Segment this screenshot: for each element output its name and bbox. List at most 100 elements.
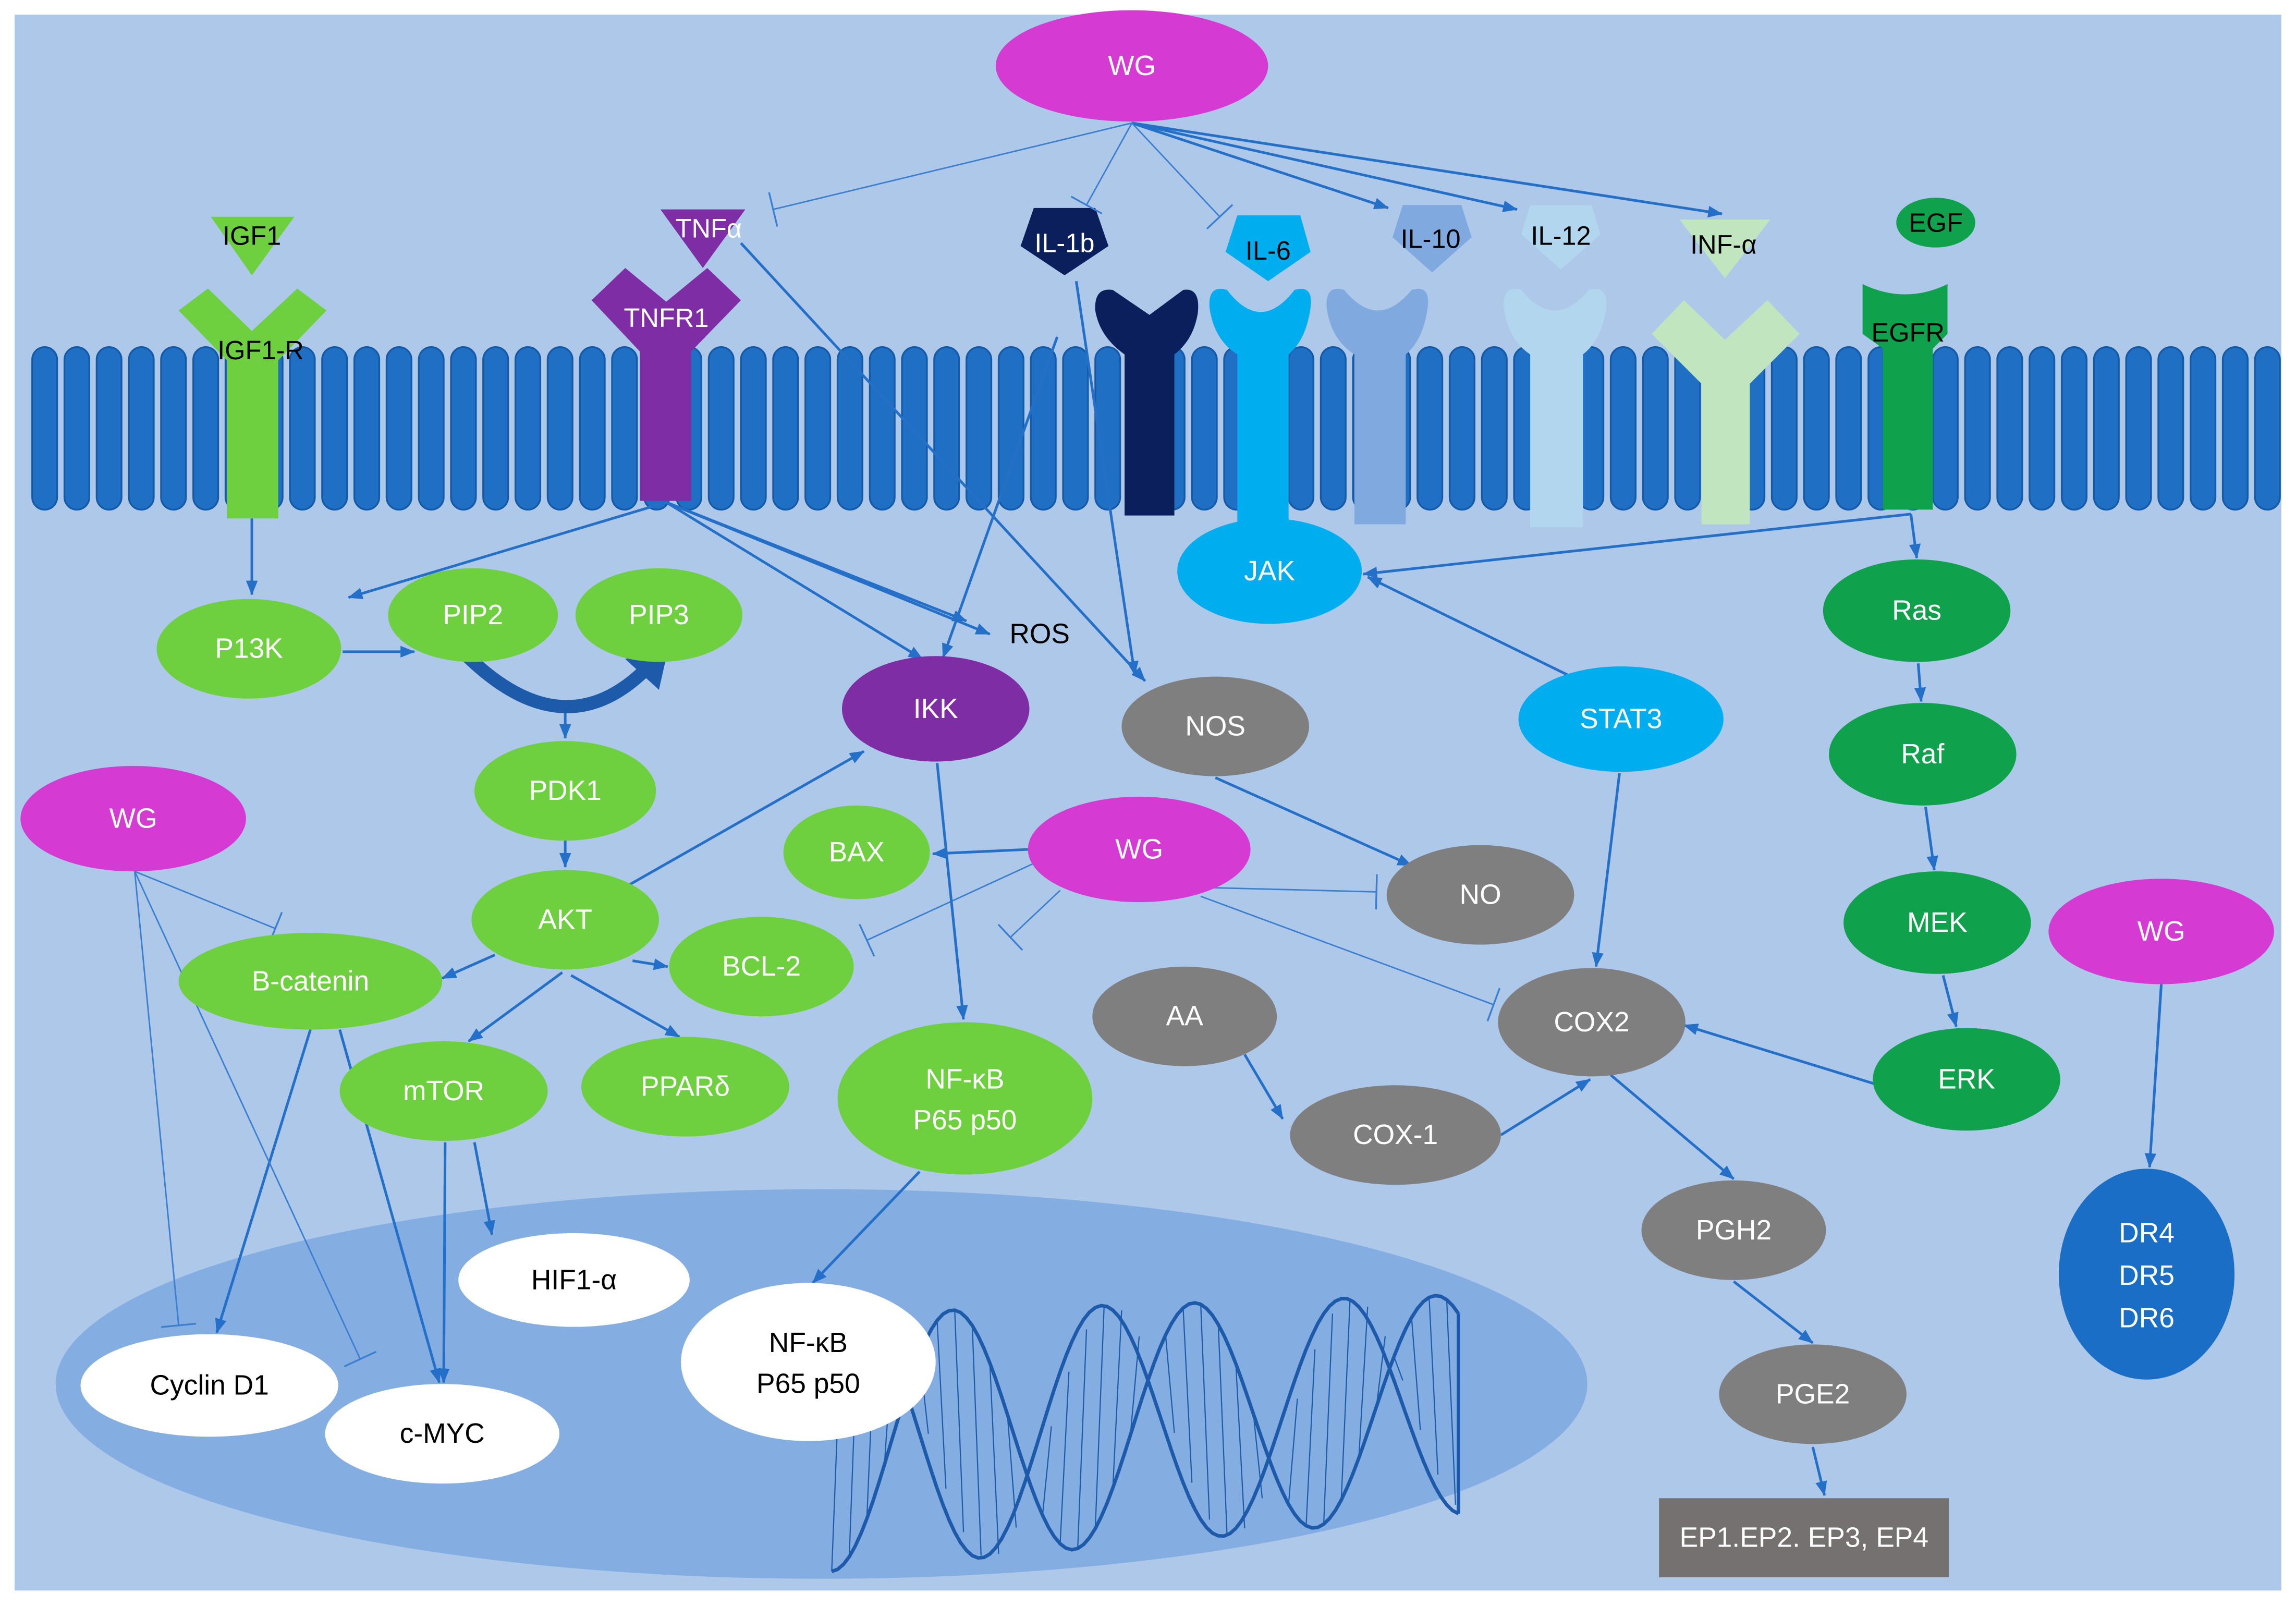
cox2-label: COX2 — [1554, 1007, 1629, 1038]
cell-membrane — [31, 346, 2281, 511]
ligand-igf1: IGF1 — [211, 216, 295, 276]
akt-shape — [471, 870, 659, 970]
erk-label: ERK — [1938, 1064, 1995, 1094]
activation-arrow — [437, 1142, 450, 1383]
dna-base-pair — [1358, 1307, 1369, 1458]
membrane-lipid — [836, 346, 863, 511]
membrane-lipid — [1481, 346, 1508, 511]
activation-arrow — [1215, 776, 1412, 867]
activation-arrow — [811, 1171, 921, 1284]
bcl2-shape — [669, 917, 854, 1017]
p13k-label: P13K — [215, 634, 283, 664]
pgh2-shape — [1641, 1180, 1826, 1280]
il-12-shape — [1521, 205, 1601, 270]
pip3-label: PIP3 — [629, 600, 689, 630]
membrane-lipid — [2190, 346, 2217, 511]
membrane-lipid — [1609, 346, 1636, 511]
il-12-receptor-shape — [1504, 288, 1607, 528]
tnfr1-shape — [591, 267, 741, 501]
nfkb-nucleus-shape — [681, 1283, 936, 1441]
dna-base-pair — [936, 1320, 947, 1489]
cox1-shape — [1290, 1085, 1501, 1185]
activation-arrow — [1924, 807, 1938, 871]
membrane-lipid — [1803, 346, 1830, 511]
pgh2-label: PGH2 — [1696, 1215, 1772, 1246]
dna-base-pair — [1376, 1336, 1386, 1407]
bax-shape — [783, 805, 930, 899]
dna-base-pair — [1305, 1349, 1316, 1526]
ras-shape — [1823, 559, 2011, 662]
pdk1-shape — [474, 741, 656, 841]
c-myc-shape — [325, 1384, 559, 1484]
activation-arrow — [2144, 984, 2163, 1168]
node-pip3: PIP3 — [575, 568, 742, 662]
node-cox1: COX-1 — [1290, 1085, 1501, 1185]
tnf-alpha-label: TNFα — [676, 214, 742, 244]
raf-shape — [1829, 703, 2017, 806]
ikk-label: IKK — [913, 694, 958, 724]
il-1b-receptor-shape — [1095, 289, 1199, 516]
node-nfkb-nucleus: NF-κB P65 p50 — [681, 1283, 936, 1441]
wg-right: WG — [2048, 879, 2274, 984]
membrane-lipid — [2029, 346, 2056, 511]
dr5-label: DR5 — [2119, 1260, 2175, 1291]
mtor-shape — [339, 1041, 548, 1141]
cox2-shape — [1498, 968, 1686, 1077]
membrane-lipid — [1191, 346, 1218, 511]
node-bax: BAX — [783, 805, 930, 899]
activation-arrow — [936, 763, 968, 1020]
b-catenin-shape — [178, 933, 443, 1030]
activation-arrow — [932, 847, 1028, 859]
activation-arrow — [665, 501, 991, 636]
ppar-delta-label: PPARδ — [641, 1072, 730, 1102]
akt-label: AKT — [538, 904, 592, 935]
dna-base-pair — [1059, 1371, 1070, 1544]
il-1b-label: IL-1b — [1034, 228, 1094, 258]
activation-arrow — [1592, 773, 1621, 968]
inhibition-bar — [344, 1350, 377, 1368]
nos-shape — [1121, 676, 1309, 776]
inf-alpha-shape — [1679, 220, 1770, 278]
hif1a-label: HIF1-α — [531, 1264, 617, 1295]
inhibition-bar — [1070, 196, 1103, 215]
p13k-shape — [156, 599, 341, 699]
dna-strand — [830, 1297, 1460, 1560]
receptor-inf-alpha — [1652, 300, 1800, 525]
membrane-lipid — [707, 346, 735, 511]
il-6-shape — [1225, 215, 1311, 282]
inhibition-bar — [1486, 988, 1501, 1021]
membrane-lipid — [321, 346, 348, 511]
tnf-alpha-shape — [660, 209, 746, 268]
activation-arrow — [1909, 514, 1921, 559]
igf1-shape — [211, 216, 295, 276]
dna-base-pair — [971, 1325, 982, 1556]
aa-label: AA — [1166, 1001, 1204, 1032]
il-1b-shape — [1020, 208, 1109, 276]
membrane-lipid — [418, 346, 445, 511]
membrane-lipid — [966, 346, 993, 511]
b-catenin-label: B-catenin — [252, 966, 369, 996]
node-nfkb-cytoplasm: NF-κB P65 p50 — [837, 1022, 1093, 1175]
activation-arrow — [1941, 975, 1959, 1028]
node-pip2: PIP2 — [388, 568, 558, 662]
node-bcl2: BCL-2 — [669, 917, 854, 1017]
node-p13k: P13K — [156, 599, 341, 699]
membrane-lipid — [2221, 346, 2249, 511]
membrane-lipid — [1416, 346, 1444, 511]
nfkb-cytoplasm-label-line2: P65 p50 — [913, 1105, 1017, 1136]
il-6-receptor-shape — [1209, 288, 1311, 535]
activation-arrow — [473, 1142, 495, 1236]
node-ras: Ras — [1823, 559, 2011, 662]
node-raf: Raf — [1829, 703, 2017, 806]
membrane-lipid — [1964, 346, 1991, 511]
membrane-lipid — [2157, 346, 2184, 511]
ep-receptors-box — [1659, 1498, 1949, 1577]
activation-arrow — [665, 501, 923, 661]
node-c-myc: c-MYC — [325, 1384, 559, 1484]
membrane-lipid — [611, 346, 638, 511]
activation-arrow — [1131, 121, 1723, 218]
cox1-label: COX-1 — [1353, 1120, 1438, 1150]
node-cox2: COX2 — [1498, 968, 1686, 1077]
nfkb-cytoplasm-label-line1: NF-κB — [925, 1064, 1004, 1094]
